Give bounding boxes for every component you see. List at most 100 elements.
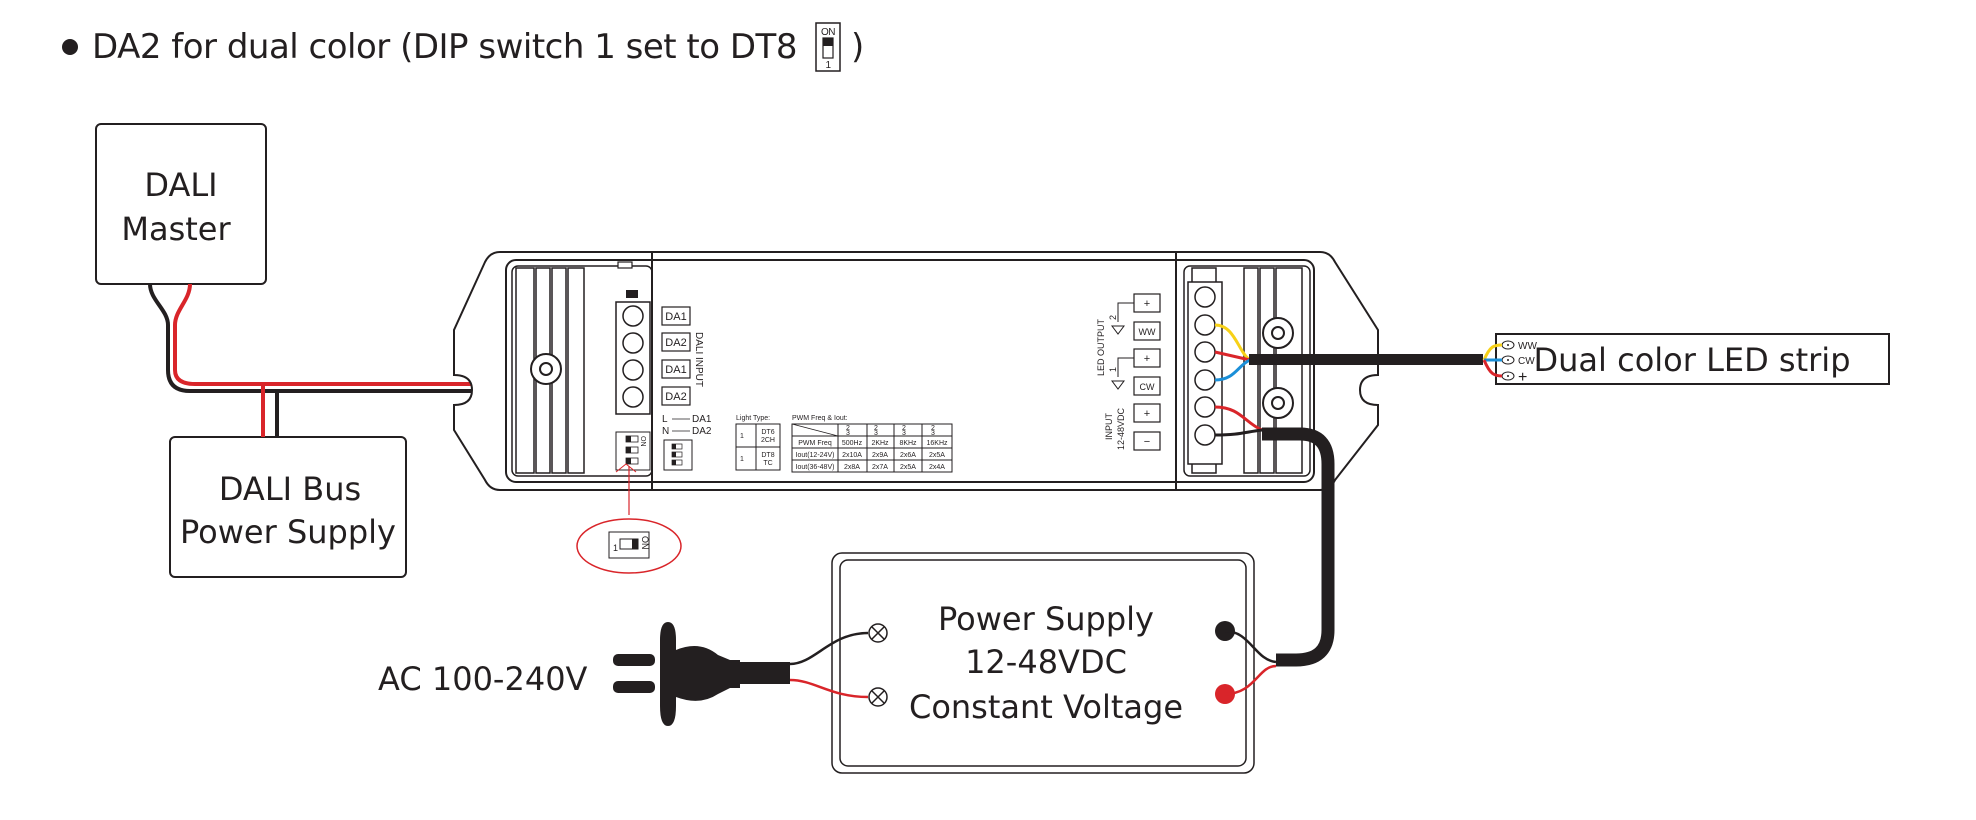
pwm-cell: 2KHz [871, 440, 889, 447]
ac-voltage-label: AC 100-240V [378, 660, 588, 698]
terminal-screw[interactable] [1194, 286, 1216, 308]
pwm-cell: 2x4A [929, 464, 945, 471]
pwm-switch-header: 2 [931, 425, 935, 432]
dali-master-line2: Master [121, 210, 231, 248]
out-label-cw: CW [1140, 382, 1155, 392]
pwm-row-label: Iout(12-24V) [796, 452, 835, 459]
input-voltage-label: 12-48VDC [1116, 407, 1126, 450]
terminal-label-da1: DA1 [665, 311, 686, 323]
pwm-cell: 500Hz [842, 440, 863, 447]
input-label: INPUT [1104, 412, 1114, 440]
dali-master-box [95, 123, 267, 285]
led-symbol-icon [1111, 325, 1125, 390]
pwm-table-title: PWM Freq & Iout: [792, 415, 848, 422]
channel-1-label: 1 [1108, 367, 1118, 372]
psu-line2: 12-48VDC [965, 643, 1127, 681]
led-strip-label: Dual color LED strip [1534, 341, 1851, 379]
bullet-icon [62, 39, 78, 55]
out-label-plus: + [1144, 408, 1150, 420]
light-type-dt6: DT6 [761, 429, 774, 436]
terminal-screw[interactable] [1194, 341, 1216, 363]
pwm-cell: 16KHz [926, 440, 948, 447]
out-label-minus: − [1144, 436, 1150, 448]
ac-wire-red [789, 678, 869, 699]
dali-bus-psu-line2: Power Supply [180, 513, 396, 551]
out-label-plus: + [1144, 353, 1150, 365]
pwm-cell: 2x10A [842, 452, 862, 459]
dip-switch-main[interactable]: ON [615, 431, 651, 471]
dip-on-label: ON [639, 436, 646, 447]
pwm-row-label: PWM Freq [798, 440, 832, 447]
terminal-screw[interactable] [1194, 314, 1216, 336]
dip-icon-on-text: ON [821, 27, 835, 38]
pwm-cell: 2x7A [872, 464, 888, 471]
heading-text: DA2 for dual color (DIP switch 1 set to … [92, 27, 797, 67]
pwm-switch-header: 2 [846, 425, 850, 432]
input-wire-red [1214, 405, 1263, 432]
terminal-screw[interactable] [1194, 424, 1216, 446]
dip-switch-on-icon: ON 1 [815, 22, 841, 72]
terminal-label-da2: DA2 [665, 337, 686, 349]
dip-switch-detail: 1 ON [608, 531, 650, 559]
light-type-table: Light Type: 1 DT6 2CH 1 DT8 TC [735, 415, 781, 471]
terminal-screw[interactable] [622, 386, 644, 408]
led-strip-box [1495, 333, 1890, 385]
light-type-2ch: 2CH [761, 437, 775, 444]
terminal-screw[interactable] [622, 305, 644, 327]
terminal-screw[interactable] [622, 359, 644, 381]
mounting-hole-inner [539, 362, 553, 376]
pwm-switch-header: 2 [874, 425, 878, 432]
controller: DA1 DA2 DA1 DA2 DALI INPUT L DA1 N DA2 O… [453, 251, 1379, 491]
terminal-screw[interactable] [622, 332, 644, 354]
dali-bus-psu-line1: DALI Bus [219, 470, 361, 508]
pwm-cell: 2x5A [900, 464, 916, 471]
l-target-label: DA1 [692, 414, 712, 425]
dip-icon-1-text: 1 [825, 60, 831, 71]
psu-line1: Power Supply [938, 600, 1154, 638]
terminal-label-da2: DA2 [665, 391, 686, 403]
pwm-cell: 8KHz [899, 440, 917, 447]
l-label: L [662, 414, 668, 425]
led-output-label: LED OUTPUT [1096, 318, 1106, 376]
pwm-switch-header: 3 [902, 430, 906, 437]
ac-plug-icon [613, 622, 790, 726]
psu-line3: Constant Voltage [909, 688, 1183, 726]
pwm-switch-header: 3 [874, 430, 878, 437]
heatsink-fin [1259, 267, 1275, 474]
channel-2-label: 2 [1108, 315, 1118, 320]
heatsink-fin [1243, 267, 1259, 474]
pwm-cell: 2x5A [929, 452, 945, 459]
strip-pin-plus: + [1518, 369, 1527, 386]
terminal-screw[interactable] [1194, 396, 1216, 418]
dali-input-label: DALI INPUT [693, 332, 704, 387]
ac-terminal-icon [868, 623, 888, 707]
terminal-screw[interactable] [1194, 369, 1216, 391]
dip-callout-on: ON [640, 536, 650, 550]
strip-pin-ww: WW [1518, 341, 1537, 352]
heatsink-fin [567, 267, 585, 474]
controller-inner-shell [505, 259, 1315, 483]
light-type-switch: 1 [740, 433, 744, 440]
power-supply-box [839, 559, 1247, 767]
pwm-cell: 2x9A [872, 452, 888, 459]
ac-wire-black [789, 631, 869, 666]
heading: DA2 for dual color (DIP switch 1 set to … [62, 22, 864, 72]
pwm-switch-header: 3 [931, 430, 935, 437]
wire-blue [1214, 358, 1251, 382]
heatsink-fin [1275, 267, 1303, 474]
out-label-ww: WW [1139, 327, 1156, 337]
pwm-switch-header: 2 [902, 425, 906, 432]
led-strip-cable [1249, 354, 1483, 365]
input-wire-black [1214, 428, 1263, 437]
pwm-row-label: Iout(36-48V) [796, 464, 835, 471]
terminal-label-da1: DA1 [665, 364, 686, 376]
light-type-dt8: DT8 [761, 452, 774, 459]
pwm-cell: 2x6A [900, 452, 916, 459]
out-label-plus: + [1144, 298, 1150, 310]
dali-master-line1: DALI [144, 166, 217, 204]
power-cable [1262, 427, 1335, 667]
wire-yellow [1214, 323, 1251, 362]
light-type-tc: TC [763, 460, 772, 467]
heading-close-paren: ) [850, 27, 864, 67]
